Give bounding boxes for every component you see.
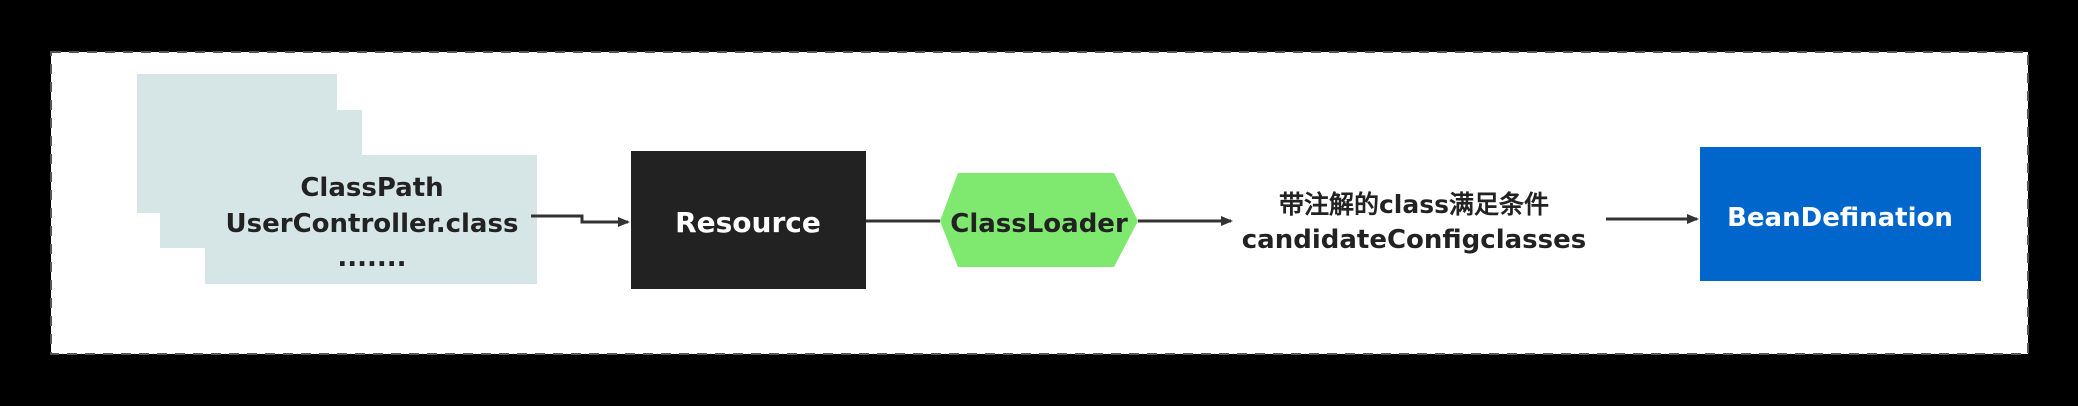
classloader-label: ClassLoader xyxy=(950,209,1128,239)
candidate-label-line2: candidateConfigclasses xyxy=(1242,225,1586,255)
classloader-node[interactable] xyxy=(940,173,1138,267)
resource-label: Resource xyxy=(675,206,821,239)
classpath-label-line3: ....... xyxy=(337,243,406,273)
bean-definition-label: BeanDefination xyxy=(1727,203,1953,233)
bean-definition-node[interactable] xyxy=(1700,147,1981,281)
classpath-stack-shape xyxy=(137,74,537,284)
resource-node[interactable] xyxy=(631,151,866,289)
arrow-classpath-to-resource xyxy=(531,214,630,227)
classpath-label-line1: ClassPath xyxy=(300,173,443,203)
candidate-label-line1: 带注解的class满足条件 xyxy=(1279,190,1549,219)
classpath-label-line2: UserController.class xyxy=(226,209,519,239)
